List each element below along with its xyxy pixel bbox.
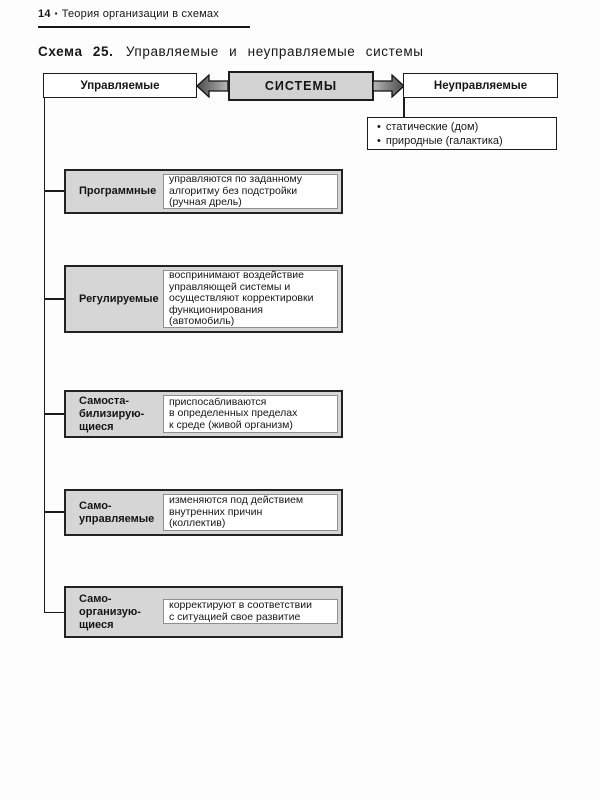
type-row-self-stabilizing: Самоста- билизирую- щиеся приспосабливаю… <box>64 390 343 438</box>
type-label: Программные <box>79 185 157 197</box>
scheme-title: Схема 25. Управляемые и неуправляемые си… <box>38 44 424 59</box>
uncontrolled-box: Неуправляемые <box>403 73 558 98</box>
type-row-self-organizing: Само- организую- щиеся корректируют в со… <box>64 586 343 638</box>
connector-branch-4 <box>45 511 64 513</box>
type-label: Самоста- билизирую- щиеся <box>79 394 145 433</box>
example-text: природные (галактика) <box>385 135 503 147</box>
arrow-left-icon <box>196 74 229 98</box>
list-item: • природные (галактика) <box>377 134 552 148</box>
bullet-icon: • <box>377 135 381 147</box>
connector-uncontrolled <box>403 98 405 117</box>
type-row-programmed: Программные управляются по заданному алг… <box>64 169 343 214</box>
connector-branch-3 <box>45 413 64 415</box>
type-description: изменяются под действием внутренних прич… <box>163 494 338 531</box>
example-text: статические (дом) <box>385 121 479 133</box>
type-description: корректируют в соответствии с ситуацией … <box>163 599 338 624</box>
page-number: 14 <box>38 8 51 20</box>
type-description: воспринимают воздействие управляющей сис… <box>163 270 338 328</box>
connector-trunk <box>43 98 45 613</box>
type-description: приспосабливаются в определенных предела… <box>163 395 338 433</box>
type-description: управляются по заданному алгоритму без п… <box>163 174 338 209</box>
running-header: 14▪Теория организации в схемах <box>38 8 219 20</box>
bullet-icon: • <box>377 121 381 133</box>
type-label: Регулируемые <box>79 292 159 305</box>
scheme-number: Схема 25. <box>38 44 114 59</box>
running-title: Теория организации в схемах <box>61 8 219 20</box>
square-bullet-icon: ▪ <box>54 9 58 18</box>
systems-box: СИСТЕМЫ <box>228 71 374 101</box>
connector-branch-2 <box>45 298 64 300</box>
type-row-regulated: Регулируемые воспринимают воздействие уп… <box>64 265 343 333</box>
type-label: Само- управляемые <box>79 499 155 525</box>
connector-branch-1 <box>45 190 64 192</box>
header-rule <box>38 26 250 28</box>
uncontrolled-examples-box: • статические (дом) • природные (галакти… <box>367 117 557 150</box>
type-label: Само- организую- щиеся <box>79 592 141 631</box>
scheme-name: Управляемые и неуправляемые системы <box>125 44 424 59</box>
list-item: • статические (дом) <box>377 120 552 134</box>
controlled-box: Управляемые <box>43 73 197 98</box>
connector-branch-5 <box>45 611 64 613</box>
type-row-self-governed: Само- управляемые изменяются под действи… <box>64 489 343 536</box>
arrow-right-icon <box>372 74 405 98</box>
